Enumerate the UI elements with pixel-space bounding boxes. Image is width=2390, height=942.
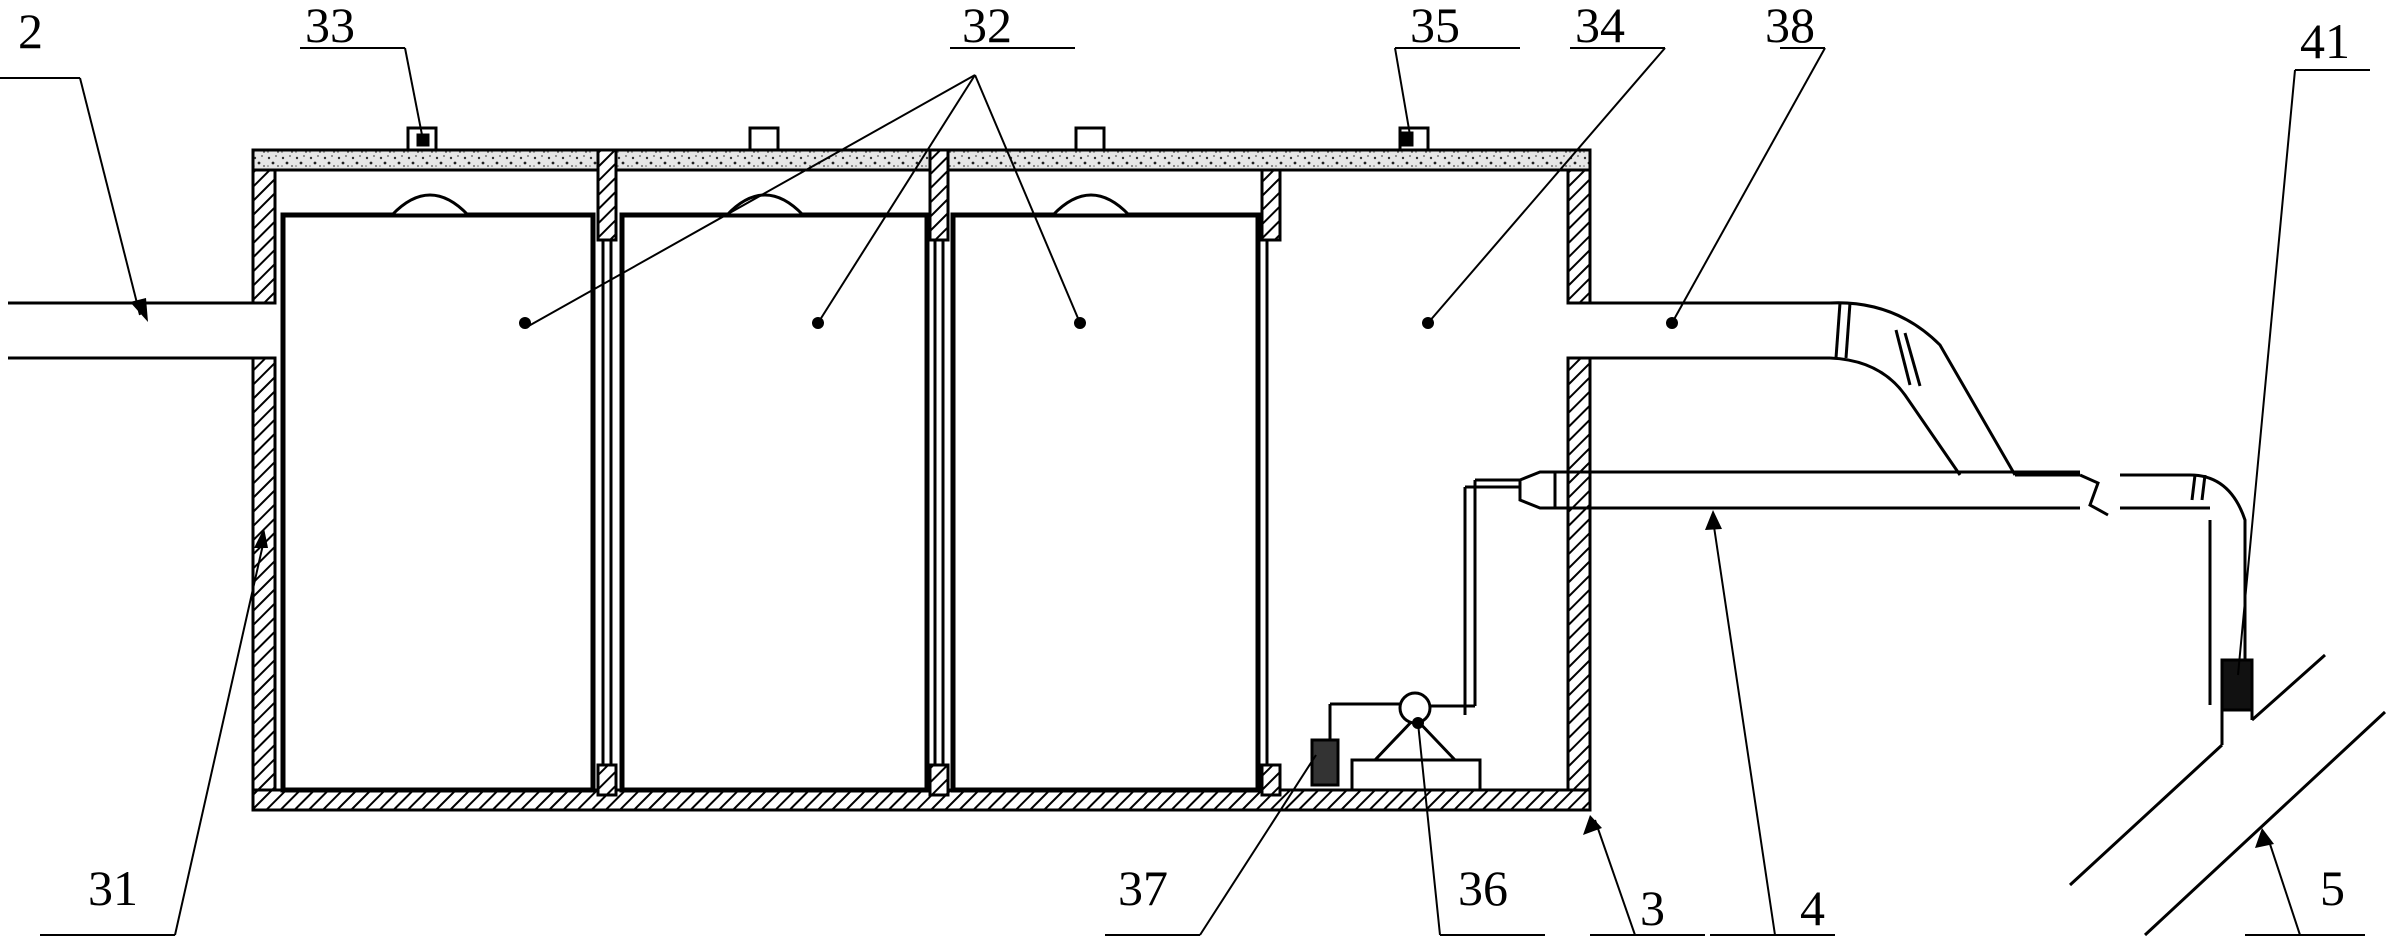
filter-modules <box>280 212 1261 793</box>
label-3: 3 <box>1640 880 1665 936</box>
controller-37 <box>1310 738 1340 787</box>
main-pipe <box>2068 653 2387 937</box>
filter-module-3 <box>950 212 1261 793</box>
filter-module-1 <box>280 212 596 793</box>
label-37: 37 <box>1118 860 1168 916</box>
leader-lines <box>0 47 2370 936</box>
outlet-pipe <box>1590 301 2247 710</box>
pump-assembly <box>1310 478 1520 792</box>
label-41: 41 <box>2300 13 2350 69</box>
label-32: 32 <box>962 0 1012 53</box>
label-34: 34 <box>1575 0 1625 53</box>
connector-41 <box>2220 658 2254 745</box>
label-35: 35 <box>1410 0 1460 53</box>
filter-domes <box>388 193 1133 217</box>
label-33: 33 <box>305 0 355 53</box>
pump-base <box>1350 758 1482 792</box>
label-36: 36 <box>1458 860 1508 916</box>
label-31: 31 <box>88 860 138 916</box>
filter-module-2 <box>619 212 930 793</box>
label-5: 5 <box>2320 860 2345 916</box>
markers <box>130 298 2274 848</box>
access-caps <box>406 126 1430 152</box>
label-4: 4 <box>1800 880 1825 936</box>
inlet-pipe <box>8 301 253 360</box>
pressure-pipe <box>1518 470 2212 705</box>
label-38: 38 <box>1765 0 1815 53</box>
partition-lines <box>601 240 1269 765</box>
label-2: 2 <box>18 3 43 59</box>
